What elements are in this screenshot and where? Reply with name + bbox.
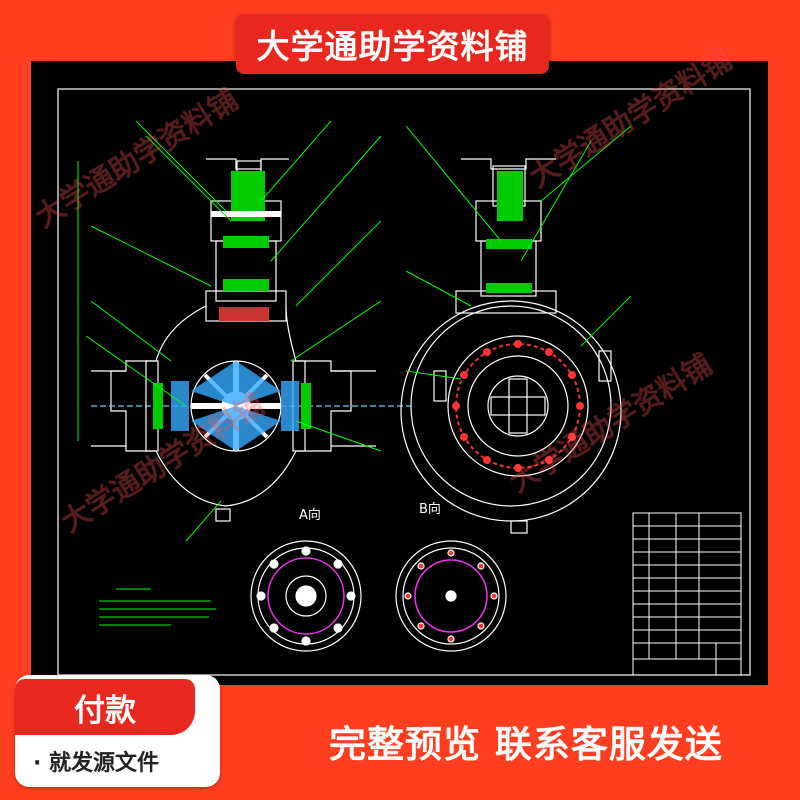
side-view — [400, 158, 622, 534]
section-accents — [153, 171, 311, 451]
cad-drawing: A向 B向 — [57, 88, 751, 676]
view-b — [395, 540, 507, 652]
shop-title-banner: 大学通助学资料铺 — [236, 14, 549, 74]
payment-title: 付款 — [74, 692, 136, 729]
view-b-label: B向 — [419, 501, 441, 517]
bolt-circle — [452, 340, 584, 472]
side-leaders — [405, 125, 632, 380]
cad-drawing-area: A向 B向 — [31, 61, 768, 685]
section-leaders — [85, 120, 382, 542]
payment-subtitle: · 就发源文件 — [33, 751, 160, 776]
drawing-border — [57, 88, 751, 676]
shop-title: 大学通助学资料铺 — [256, 27, 529, 66]
footer-text: 完整预览 联系客服发送 — [329, 723, 723, 766]
view-a — [250, 540, 362, 652]
title-block — [632, 512, 742, 676]
view-a-label: A向 — [299, 507, 321, 523]
technical-notes — [99, 588, 216, 626]
payment-card: 付款 · 就发源文件 — [15, 675, 220, 787]
payment-title-badge: 付款 — [15, 679, 195, 735]
